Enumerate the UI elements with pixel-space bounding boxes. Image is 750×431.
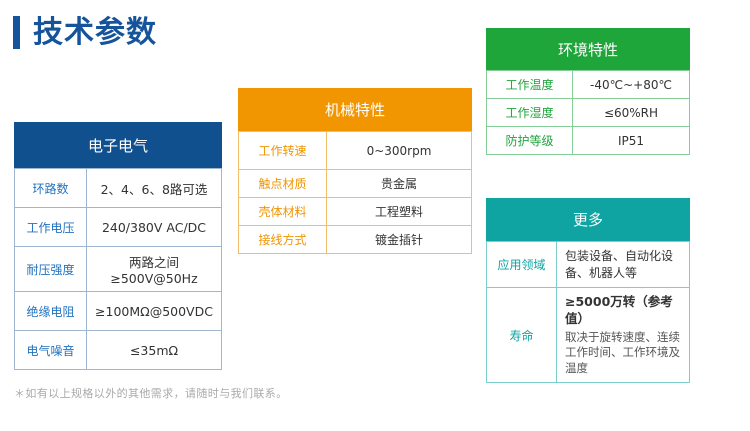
row-label: 防护等级 [486, 126, 573, 155]
row-value: 贵金属 [326, 169, 472, 198]
row-value: 两路之间≥500V@50Hz [86, 246, 222, 292]
table-row: 应用领域 包装设备、自动化设备、机器人等 [486, 241, 690, 288]
row-value: 工程塑料 [326, 197, 472, 226]
row-label: 触点材质 [238, 169, 327, 198]
spec-table-electronic: 环路数 2、4、6、8路可选 工作电压 240/380V AC/DC 耐压强度 … [14, 168, 222, 370]
table-row: 壳体材料 工程塑料 [238, 197, 472, 226]
table-row: 环路数 2、4、6、8路可选 [14, 168, 222, 208]
table-row: 寿命 ≥5000万转（参考值） 取决于旋转速度、连续工作时间、工作环境及温度 [486, 286, 690, 384]
spec-table-mechanical: 工作转速 0~300rpm 触点材质 贵金属 壳体材料 工程塑料 接线方式 镀金… [238, 131, 472, 254]
card-header-more: 更多 [486, 198, 690, 241]
row-label: 绝缘电阻 [14, 291, 87, 331]
row-value: ≥100MΩ@500VDC [86, 291, 222, 331]
table-row: 耐压强度 两路之间≥500V@50Hz [14, 246, 222, 292]
row-label: 寿命 [486, 286, 557, 384]
card-header-electronic: 电子电气 [14, 122, 222, 168]
lifetime-main-value: ≥5000万转（参考值） [565, 294, 673, 326]
spec-card-mechanical: 机械特性 工作转速 0~300rpm 触点材质 贵金属 壳体材料 工程塑料 接线… [238, 88, 472, 254]
lifetime-sub-note: 取决于旋转速度、连续工作时间、工作环境及温度 [565, 329, 680, 375]
row-label: 壳体材料 [238, 197, 327, 226]
page-title-block: 技术参数 [13, 16, 157, 49]
table-row: 触点材质 贵金属 [238, 169, 472, 198]
spec-card-environment: 环境特性 工作温度 -40℃~+80℃ 工作湿度 ≤60%RH 防护等级 IP5… [486, 28, 690, 155]
card-header-mechanical: 机械特性 [238, 88, 472, 131]
spec-card-more: 更多 应用领域 包装设备、自动化设备、机器人等 寿命 ≥5000万转（参考值） … [486, 198, 690, 384]
spec-table-environment: 工作温度 -40℃~+80℃ 工作湿度 ≤60%RH 防护等级 IP51 [486, 70, 690, 155]
row-label: 工作温度 [486, 70, 573, 99]
page-title: 技术参数 [33, 14, 157, 50]
row-value: 240/380V AC/DC [86, 207, 222, 247]
row-label: 耐压强度 [14, 246, 87, 292]
table-row: 绝缘电阻 ≥100MΩ@500VDC [14, 291, 222, 331]
table-row: 工作湿度 ≤60%RH [486, 98, 690, 127]
row-label: 环路数 [14, 168, 87, 208]
title-accent-bar [13, 16, 20, 49]
row-value-lifetime: ≥5000万转（参考值） 取决于旋转速度、连续工作时间、工作环境及温度 [556, 286, 690, 384]
row-label: 接线方式 [238, 225, 327, 254]
table-row: 接线方式 镀金插针 [238, 225, 472, 254]
row-value: 镀金插针 [326, 225, 472, 254]
row-value: 包装设备、自动化设备、机器人等 [556, 241, 690, 288]
row-value: 2、4、6、8路可选 [86, 168, 222, 208]
row-label: 工作湿度 [486, 98, 573, 127]
table-row: 电气噪音 ≤35mΩ [14, 330, 222, 370]
spec-card-electronic: 电子电气 环路数 2、4、6、8路可选 工作电压 240/380V AC/DC … [14, 122, 222, 370]
card-header-environment: 环境特性 [486, 28, 690, 70]
row-label: 工作转速 [238, 131, 327, 170]
table-row: 工作电压 240/380V AC/DC [14, 207, 222, 247]
table-row: 工作温度 -40℃~+80℃ [486, 70, 690, 99]
row-label: 工作电压 [14, 207, 87, 247]
row-label: 应用领域 [486, 241, 557, 288]
row-value: IP51 [572, 126, 690, 155]
row-value: ≤35mΩ [86, 330, 222, 370]
table-row: 工作转速 0~300rpm [238, 131, 472, 170]
table-row: 防护等级 IP51 [486, 126, 690, 155]
spec-table-more: 应用领域 包装设备、自动化设备、机器人等 寿命 ≥5000万转（参考值） 取决于… [486, 241, 690, 384]
row-value: 0~300rpm [326, 131, 472, 170]
footnote-text: ＊如有以上规格以外的其他需求，请随时与我们联系。 [14, 387, 288, 400]
row-value: -40℃~+80℃ [572, 70, 690, 99]
row-label: 电气噪音 [14, 330, 87, 370]
row-value: ≤60%RH [572, 98, 690, 127]
